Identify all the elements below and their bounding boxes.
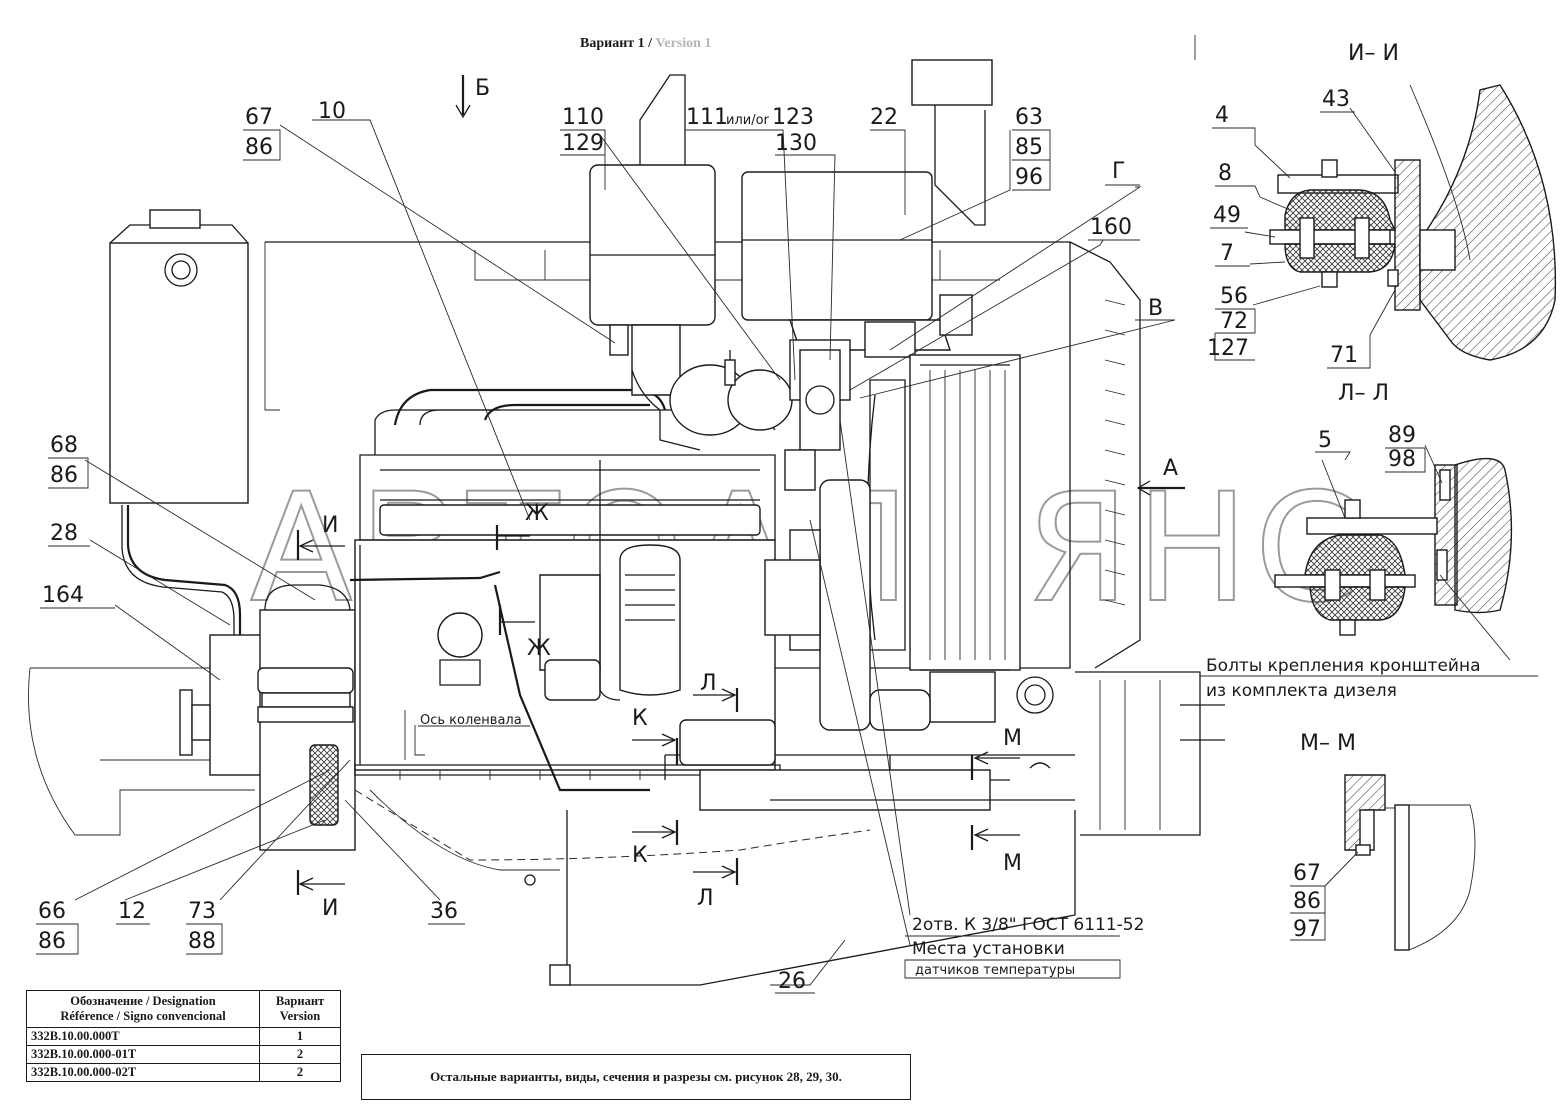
table-header-row: Обозначение / Designation Référence / Si… xyxy=(26,990,341,1028)
mark-K-bot: К xyxy=(632,843,648,868)
section-L-L-title: Л– Л xyxy=(1338,381,1389,406)
crankshaft-axis-label: Ось коленвала xyxy=(420,713,522,728)
callout-8: 8 xyxy=(1218,161,1232,186)
fuel-tank xyxy=(109,209,249,640)
callout-86b: 86 xyxy=(50,463,78,488)
holes-note: 2отв. К 3/8" ГОСТ 6111-52 xyxy=(912,915,1144,935)
callout-164: 164 xyxy=(42,583,84,608)
callout-97: 97 xyxy=(1293,917,1321,942)
main-view: Ось коленвала 6 xyxy=(28,59,1225,994)
bottom-note-text: Остальные варианты, виды, сечения и разр… xyxy=(430,1069,842,1084)
mark-Zh-top: Ж xyxy=(525,501,549,526)
mark-L-top: Л xyxy=(700,671,717,696)
callout-63: 63 xyxy=(1015,105,1043,130)
callout-10: 10 xyxy=(318,99,346,124)
sensor-notes: 2отв. К 3/8" ГОСТ 6111-52 Места установк… xyxy=(904,915,1144,979)
callout-28: 28 xyxy=(50,521,78,546)
callout-66: 66 xyxy=(38,899,66,924)
callout-111: 111 xyxy=(686,105,728,130)
drawing-title: Вариант 1 / Version 1 xyxy=(580,36,711,52)
mark-K-top: К xyxy=(632,706,648,731)
callout-56: 56 xyxy=(1220,284,1248,309)
callout-36: 36 xyxy=(430,899,458,924)
callout-127: 127 xyxy=(1207,336,1249,361)
section-I-I: И– И 4 43 8 49 7 56 72 127 71 xyxy=(1207,41,1557,369)
callout-129: 129 xyxy=(562,131,604,156)
mark-M-bot: М xyxy=(1003,851,1022,876)
section-marks: Б Г В А И И Ж Ж К К xyxy=(296,75,1185,921)
callout-72: 72 xyxy=(1220,309,1248,334)
variant-label: Вариант 1 / xyxy=(580,36,653,51)
mark-Zh-bot: Ж xyxy=(527,636,551,661)
sensor-place-line1: Места установки xyxy=(912,939,1065,959)
mark-G: Г xyxy=(1112,159,1125,184)
callout-4: 4 xyxy=(1215,103,1229,128)
flywheel-housing xyxy=(179,584,356,851)
callout-68: 68 xyxy=(50,433,78,458)
table-row: 332В.10.00.000Т 1 xyxy=(26,1027,341,1046)
callout-98: 98 xyxy=(1388,447,1416,472)
callout-43: 43 xyxy=(1322,87,1350,112)
callout-86: 86 xyxy=(245,135,273,160)
designation-cell: 332В.10.00.000-02Т xyxy=(26,1063,260,1082)
section-L-L: Л– Л 5 89 98 Болты крепления кронштейна … xyxy=(1200,381,1538,701)
sump-outline xyxy=(354,789,871,861)
mark-V: В xyxy=(1148,296,1163,321)
designation-table: Обозначение / Designation Référence / Si… xyxy=(26,990,341,1082)
callout-71: 71 xyxy=(1330,343,1358,368)
callout-67: 67 xyxy=(245,105,273,130)
variant-cell: 2 xyxy=(259,1063,341,1082)
designation-cell: 332В.10.00.000-01Т xyxy=(26,1045,260,1064)
callout-26: 26 xyxy=(778,969,806,994)
mark-M-top: М xyxy=(1003,726,1022,751)
callout-22: 22 xyxy=(870,105,898,130)
sensor-place-line2: датчиков температуры xyxy=(915,963,1075,978)
callout-110: 110 xyxy=(562,105,604,130)
mark-L-bot: Л xyxy=(697,886,714,911)
callout-86c: 86 xyxy=(38,929,66,954)
designation-header: Обозначение / Designation Référence / Si… xyxy=(26,990,260,1028)
callout-88: 88 xyxy=(188,929,216,954)
variant-header: Вариант Version xyxy=(259,990,341,1028)
mark-B: Б xyxy=(475,76,490,101)
callout-89: 89 xyxy=(1388,423,1416,448)
variant-cell: 2 xyxy=(259,1045,341,1064)
table-row: 332В.10.00.000-02Т 2 xyxy=(26,1063,341,1082)
callout-123: 123 xyxy=(772,105,814,130)
bottom-note: Остальные варианты, виды, сечения и разр… xyxy=(361,1054,911,1100)
callout-160: 160 xyxy=(1090,215,1132,240)
bolts-note-line1: Болты крепления кронштейна xyxy=(1206,656,1480,676)
mark-A: А xyxy=(1163,456,1178,481)
section-I-I-title: И– И xyxy=(1348,41,1399,66)
table-row: 332В.10.00.000-01Т 2 xyxy=(26,1045,341,1064)
callout-130: 130 xyxy=(775,131,817,156)
callout-or: или/or xyxy=(726,113,770,128)
callout-5: 5 xyxy=(1318,428,1332,453)
right-frame xyxy=(549,449,1225,986)
callout-12: 12 xyxy=(118,899,146,924)
version-label: Version 1 xyxy=(655,36,712,51)
callout-7: 7 xyxy=(1220,241,1234,266)
bolts-note-line2: из комплекта дизеля xyxy=(1206,681,1397,701)
callout-86d: 86 xyxy=(1293,889,1321,914)
callouts: 67 86 10 110 129 111 или/or 123 130 22 6… xyxy=(36,99,1140,994)
section-M-M: М– М 67 86 97 xyxy=(1290,731,1476,951)
callout-67b: 67 xyxy=(1293,861,1321,886)
air-cleaner xyxy=(741,59,993,451)
base-plate xyxy=(566,810,1076,986)
variant-cell: 1 xyxy=(259,1027,341,1046)
callout-73: 73 xyxy=(188,899,216,924)
designation-cell: 332В.10.00.000Т xyxy=(26,1027,260,1046)
callout-49: 49 xyxy=(1213,203,1241,228)
callout-96: 96 xyxy=(1015,165,1043,190)
callout-85: 85 xyxy=(1015,135,1043,160)
mark-I-bot: И xyxy=(322,896,338,921)
mark-I-top: И xyxy=(322,513,338,538)
section-M-M-title: М– М xyxy=(1300,731,1356,756)
radiator-louvres xyxy=(1104,299,1126,606)
turbocharger xyxy=(589,74,793,451)
